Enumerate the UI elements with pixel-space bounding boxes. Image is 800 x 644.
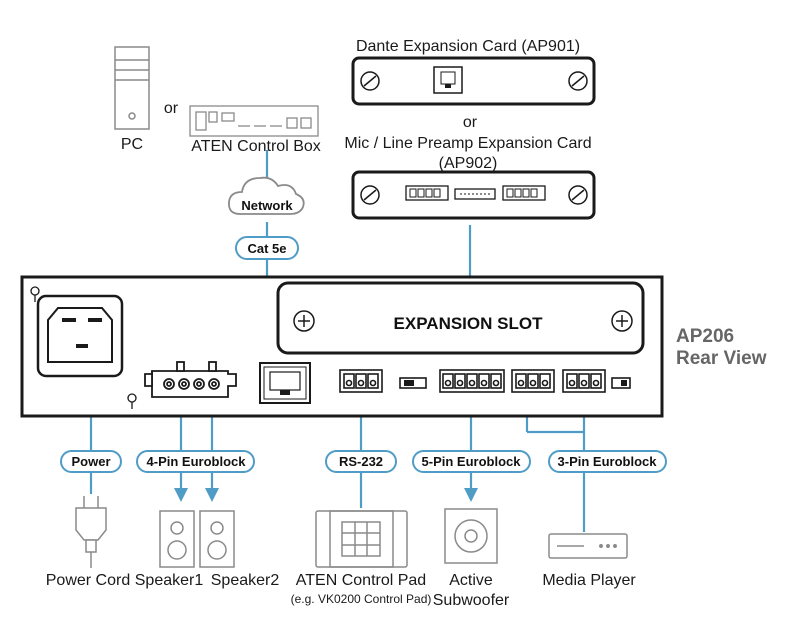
speaker-icon (199, 510, 235, 568)
euroblock-3pin-pill-label: 3-Pin Euroblock (558, 454, 658, 469)
dante-card-label: Dante Expansion Card (AP901) (356, 38, 580, 55)
control-pad-label: ATEN Control Pad (296, 572, 426, 589)
power-pill-label: Power (71, 454, 110, 469)
euroblock-4pin-connector (144, 361, 237, 398)
view-label: Rear View (676, 348, 767, 369)
euroblock-4pin-pill-label: 4-Pin Euroblock (147, 454, 247, 469)
pc-label: PC (121, 136, 143, 153)
small-switch (611, 377, 631, 389)
preamp-card-label: Mic / Line Preamp Expansion Card (344, 135, 591, 152)
control-pad-icon (315, 510, 408, 568)
subwoofer-label: Active (449, 572, 493, 589)
preamp-card-model: (AP902) (439, 155, 498, 172)
rs232-pill-label: RS-232 (339, 454, 383, 469)
subwoofer-icon (444, 508, 498, 564)
euroblock-3pin-connector (562, 369, 606, 393)
rj45-port (259, 362, 311, 404)
control-box-icon (189, 105, 319, 137)
speaker2-label: Speaker2 (211, 572, 280, 589)
dip-switch (399, 377, 427, 389)
expansion-slot (276, 281, 645, 355)
ground-screw-icon (30, 286, 137, 409)
euroblock-5pin-connector (439, 369, 505, 393)
pc-icon (114, 46, 150, 130)
euroblock-3pin-connector (511, 369, 555, 393)
cat5e-label: Cat 5e (247, 241, 286, 256)
speaker1-label: Speaker1 (135, 572, 204, 589)
cat5e-pill (235, 236, 299, 260)
model-label: AP206 (676, 326, 734, 347)
cloud-icon (228, 176, 305, 215)
or-text: or (164, 100, 179, 117)
euroblock-5pin-pill-label: 5-Pin Euroblock (422, 454, 522, 469)
power-cord-label: Power Cord (46, 572, 130, 589)
control-pad-example: (e.g. VK0200 Control Pad) (291, 592, 432, 606)
expansion-slot-label: EXPANSION SLOT (394, 314, 544, 333)
or-text: or (463, 114, 478, 131)
media-player-label: Media Player (542, 572, 636, 589)
subwoofer-label-2: Subwoofer (433, 592, 510, 609)
speaker-icon (159, 510, 195, 568)
power-cord-icon (75, 496, 107, 568)
connection-pills (60, 450, 667, 473)
media-player-icon (548, 533, 628, 559)
rs232-terminal (339, 369, 383, 393)
control-box-label: ATEN Control Box (191, 138, 321, 155)
preamp-card-icon (351, 170, 596, 220)
network-label: Network (241, 198, 293, 213)
dante-card-icon (351, 56, 596, 106)
